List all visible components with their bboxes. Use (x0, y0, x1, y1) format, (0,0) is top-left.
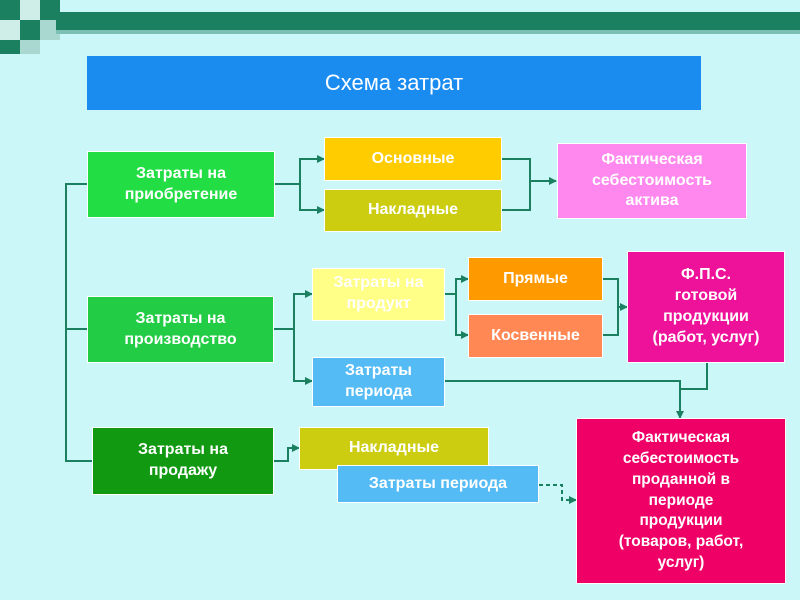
box-period-costs-2: Затраты периода (337, 465, 539, 503)
box-overhead-1: Накладные (324, 189, 502, 232)
acq-to-overhead (299, 184, 325, 214)
sales-to-overhead (274, 444, 300, 462)
prod-to-product-costs (274, 290, 313, 330)
direct-indirect-merge (603, 278, 619, 336)
acq-to-main (275, 155, 325, 185)
box-direct: Прямые (468, 257, 603, 301)
box-fps-finished-products: Ф.П.С. готовой продукции (работ, услуг) (627, 251, 785, 363)
box-product-costs: Затраты на продукт (312, 268, 445, 321)
box-fact-sold-cost: Фактическая себестоимость проданной в пе… (576, 418, 786, 584)
box-acquisition-costs: Затраты на приобретение (87, 151, 275, 218)
decorative-header-pattern (0, 0, 800, 54)
box-fact-asset-cost: Фактическая себестоимость актива (557, 143, 747, 219)
product-to-indirect (455, 294, 469, 339)
diagram-title: Схема затрат (87, 56, 701, 110)
box-indirect: Косвенные (468, 314, 603, 358)
prod-to-period (293, 329, 313, 385)
box-main: Основные (324, 137, 502, 181)
box-production-costs: Затраты на производство (87, 296, 274, 363)
product-to-direct (445, 275, 469, 295)
box-period-costs-1: Затраты периода (312, 357, 445, 407)
box-overhead-2: Накладные (299, 427, 489, 470)
fps-to-sold (680, 363, 708, 390)
main-merge (502, 158, 531, 211)
box-sales-costs: Затраты на продажу (92, 427, 274, 495)
period2-to-sold (539, 484, 577, 504)
period-to-sold (445, 380, 684, 419)
